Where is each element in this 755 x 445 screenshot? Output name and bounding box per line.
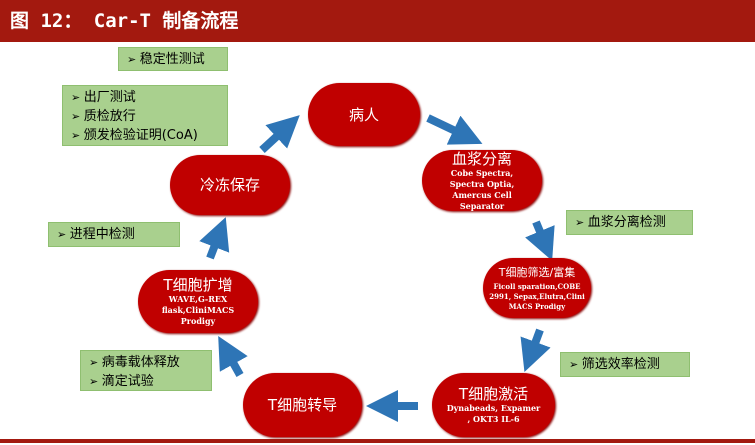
node-sub: Cobe Spectra,: [450, 167, 514, 178]
node-t-cell-expansion: T细胞扩增 WAVE,G-REX flask,CliniMACS Prodigy: [138, 270, 258, 333]
test-box-plasma: 血浆分离检测: [566, 210, 693, 235]
node-title: 冷冻保存: [199, 176, 260, 194]
node-t-cell-activation: T细胞激活 Dynabeads, Expamer , OKT3 IL-6: [432, 373, 555, 437]
arrow-plasma-select: [525, 220, 555, 261]
figure-title: 图 12： Car-T 制备流程: [0, 0, 755, 42]
arrow-expand-freeze: [199, 217, 230, 260]
test-box-stability: 稳定性测试: [118, 47, 228, 71]
node-patient: 病人: [308, 83, 420, 146]
node-sub: Spectra Optia,: [449, 178, 515, 189]
arrow-patient-plasma: [426, 114, 483, 145]
node-cryopreservation: 冷冻保存: [170, 155, 290, 215]
node-title: T细胞激活: [458, 385, 529, 403]
arrow-freeze-patient: [259, 115, 300, 153]
test-item: 质检放行: [71, 107, 219, 126]
node-sub: Separator: [459, 200, 505, 211]
node-title: T细胞扩增: [163, 276, 233, 294]
test-item: 滴定试验: [89, 372, 203, 391]
test-item: 病毒载体释放: [89, 353, 203, 372]
test-item: 进程中检测: [57, 225, 171, 244]
test-item: 血浆分离检测: [575, 213, 684, 232]
node-t-cell-transduction: T细胞转导: [243, 373, 362, 437]
test-item: 出厂测试: [71, 88, 219, 107]
node-t-cell-selection: T细胞筛选/富集 Ficoll sparation,COBE 2991, Sep…: [483, 258, 591, 318]
node-sub: WAVE,G-REX: [168, 294, 228, 304]
test-item: 筛选效率检测: [569, 355, 681, 374]
node-sub: Amercus Cell: [452, 189, 512, 200]
node-sub: 2991, Sepax,Elutra,Clini: [489, 292, 585, 301]
node-title: T细胞筛选/富集: [498, 266, 576, 279]
node-sub: Prodigy: [180, 316, 216, 326]
node-sub: Dynabeads, Expamer: [446, 403, 541, 413]
test-item: 颁发检验证明(CoA): [71, 126, 219, 145]
node-sub: MACS Prodigy: [508, 302, 566, 311]
test-box-vector: 病毒载体释放 滴定试验: [80, 350, 212, 391]
node-title: 血浆分离: [451, 149, 512, 168]
arrow-transduce-expand: [218, 336, 248, 377]
arrow-select-activate: [520, 328, 551, 373]
test-item: 稳定性测试: [127, 50, 219, 69]
node-sub: Ficoll sparation,COBE: [493, 282, 581, 291]
test-box-in-process: 进程中检测: [48, 222, 180, 247]
bottom-rule: [0, 439, 755, 443]
node-sub: flask,CliniMACS: [161, 305, 235, 315]
node-title: T细胞转导: [267, 396, 338, 414]
node-sub: , OKT3 IL-6: [467, 414, 520, 424]
node-plasma-separation: 血浆分离 Cobe Spectra, Spectra Optia, Amercu…: [422, 150, 542, 211]
test-box-selection: 筛选效率检测: [560, 352, 690, 377]
test-box-release: 出厂测试 质检放行 颁发检验证明(CoA): [62, 85, 228, 146]
node-title: 病人: [348, 105, 379, 124]
